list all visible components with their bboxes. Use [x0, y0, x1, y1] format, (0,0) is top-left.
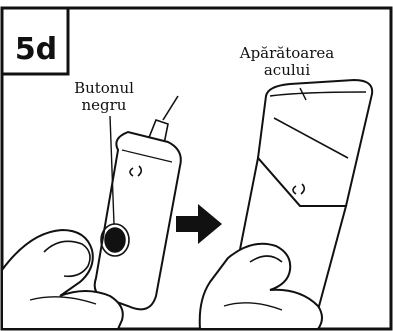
- black-button-callout: Butonul negru: [64, 80, 144, 114]
- needle-guard-callout-line-1: Apărătoarea: [222, 45, 352, 62]
- black-button-callout-line-2: negru: [64, 97, 144, 114]
- right-arrow-icon: [176, 204, 222, 244]
- black-button-callout-line-1: Butonul: [64, 80, 144, 97]
- step-label: 5d: [10, 30, 62, 70]
- needle-guard-callout-line-2: acului: [222, 62, 352, 79]
- black-button-icon: [105, 228, 125, 252]
- left-pen-body: [95, 132, 181, 309]
- needle-guard-callout: Apărătoarea acului: [222, 45, 352, 79]
- left-needle: [163, 96, 178, 120]
